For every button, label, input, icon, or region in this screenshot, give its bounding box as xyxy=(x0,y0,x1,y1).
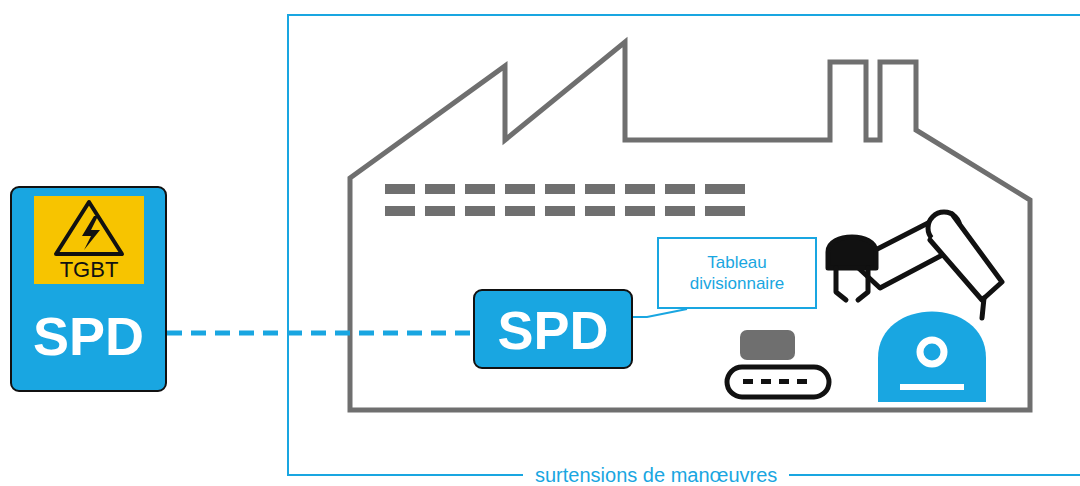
window-row xyxy=(385,184,745,216)
conveyor xyxy=(727,330,829,397)
node-label: SPD xyxy=(475,300,631,360)
robot-base xyxy=(878,312,986,403)
robot-arm xyxy=(828,212,1002,318)
node-label: SPD xyxy=(12,306,165,366)
region-label: surtensions de manœuvres xyxy=(523,463,789,486)
callout-box: Tableau divisionnaire xyxy=(657,237,817,309)
factory-outline xyxy=(350,42,1030,410)
callout-text: Tableau divisionnaire xyxy=(682,252,792,294)
spd-box: SPD TGBT xyxy=(10,186,167,392)
leader-line xyxy=(633,309,687,317)
region-frame: surtensions de manœuvresSPDTableau divis… xyxy=(287,14,1080,476)
node-label: TGBT xyxy=(34,258,144,282)
spd-box: SPD xyxy=(473,289,633,369)
warning-sign: TGBT xyxy=(34,196,144,284)
dashed-link xyxy=(167,331,473,336)
warning-triangle xyxy=(34,196,144,258)
